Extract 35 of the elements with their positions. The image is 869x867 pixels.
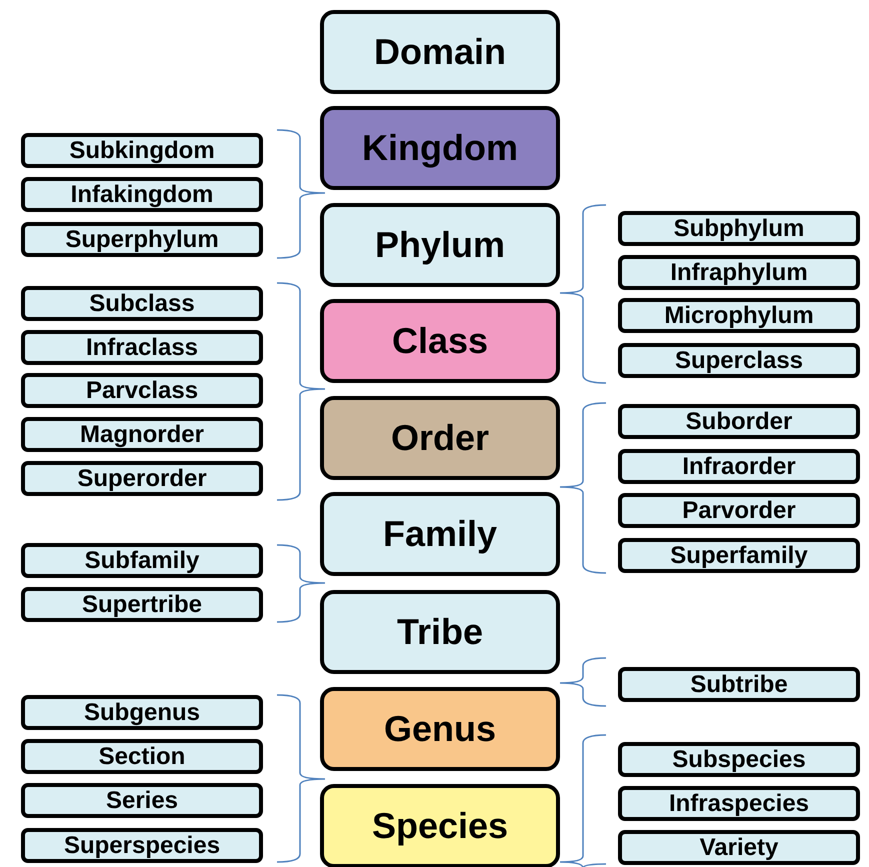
subrank-box: Superfamily (618, 538, 860, 573)
subrank-box: Subclass (21, 286, 263, 321)
rank-box: Kingdom (320, 106, 560, 190)
subrank-box: Series (21, 783, 263, 818)
rank-box: Tribe (320, 590, 560, 674)
subrank-box: Infraclass (21, 330, 263, 365)
subrank-box: Suborder (618, 404, 860, 439)
subrank-box: Subgenus (21, 695, 263, 730)
subrank-box: Subfamily (21, 543, 263, 578)
rank-box: Phylum (320, 203, 560, 287)
rank-box: Order (320, 396, 560, 480)
subrank-box: Supertribe (21, 587, 263, 622)
rank-box: Genus (320, 687, 560, 771)
rank-box: Family (320, 492, 560, 576)
subrank-box: Superclass (618, 343, 860, 378)
subrank-box: Superspecies (21, 828, 263, 863)
subrank-box: Parvorder (618, 493, 860, 528)
subrank-box: Subspecies (618, 742, 860, 777)
subrank-box: Superphylum (21, 222, 263, 257)
subrank-box: Subphylum (618, 211, 860, 246)
subrank-box: Infakingdom (21, 177, 263, 212)
subrank-box: Subkingdom (21, 133, 263, 168)
subrank-box: Variety (618, 830, 860, 865)
subrank-box: Section (21, 739, 263, 774)
rank-box: Domain (320, 10, 560, 94)
subrank-box: Subtribe (618, 667, 860, 702)
subrank-box: Superorder (21, 461, 263, 496)
rank-box: Class (320, 299, 560, 383)
subrank-box: Infraphylum (618, 255, 860, 290)
subrank-box: Infraspecies (618, 786, 860, 821)
subrank-box: Magnorder (21, 417, 263, 452)
subrank-box: Microphylum (618, 298, 860, 333)
rank-box: Species (320, 784, 560, 867)
subrank-box: Parvclass (21, 373, 263, 408)
subrank-box: Infraorder (618, 449, 860, 484)
